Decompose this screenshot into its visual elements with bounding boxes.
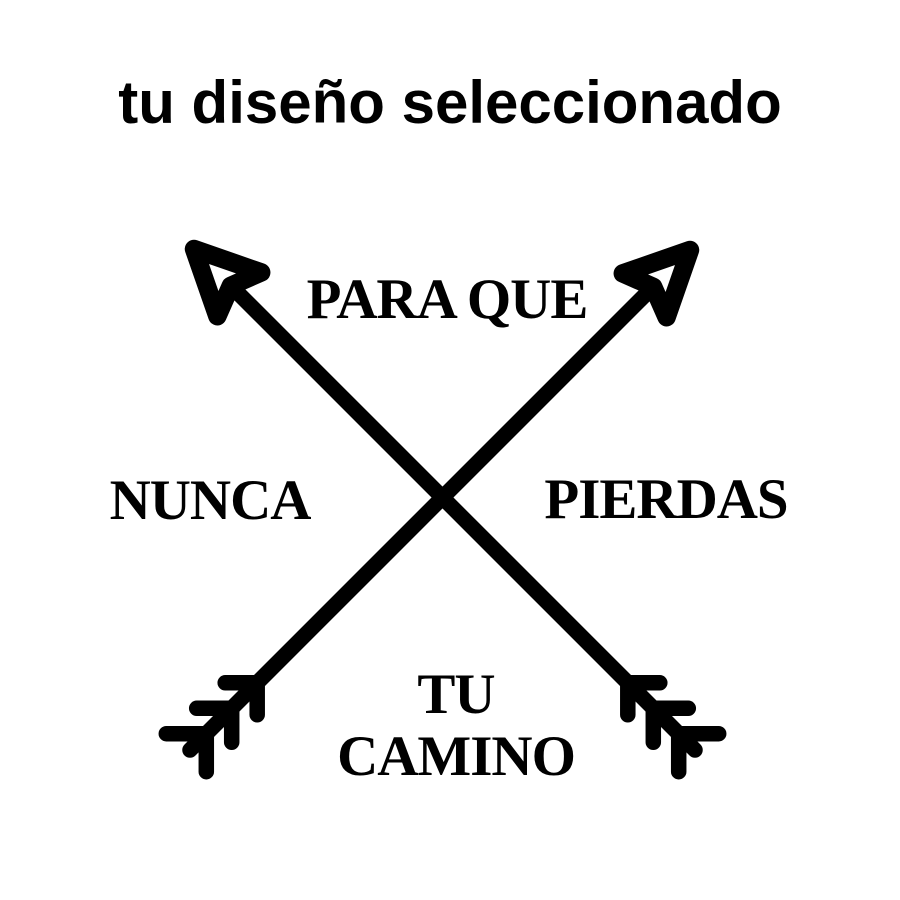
fletching-barb [645, 700, 697, 751]
arrow-up-right [158, 240, 700, 780]
arrow-shaft [182, 281, 659, 758]
fletching-barb [217, 675, 265, 723]
fletching-barb [670, 725, 727, 780]
arrow-fletching [158, 675, 265, 780]
arrow-up-left [184, 239, 727, 780]
phrase-camino: CAMINO [337, 725, 576, 788]
arrow-fletching [620, 675, 727, 780]
phrase-nunca: NUNCA [109, 469, 312, 532]
arrowhead-icon [613, 240, 700, 327]
phrase-para-que: PARA QUE [306, 268, 589, 331]
phrase-pierdas: PIERDAS [544, 468, 788, 531]
fletching-barb [620, 675, 668, 723]
page-title: tu diseño seleccionado [118, 69, 782, 136]
crossed-arrows-group [158, 239, 727, 780]
fletching-barb [158, 725, 215, 780]
phrase-tu: TU [417, 663, 495, 726]
fletching-barb [188, 700, 240, 751]
arrowhead-icon [184, 239, 271, 326]
arrow-shaft [225, 280, 703, 758]
